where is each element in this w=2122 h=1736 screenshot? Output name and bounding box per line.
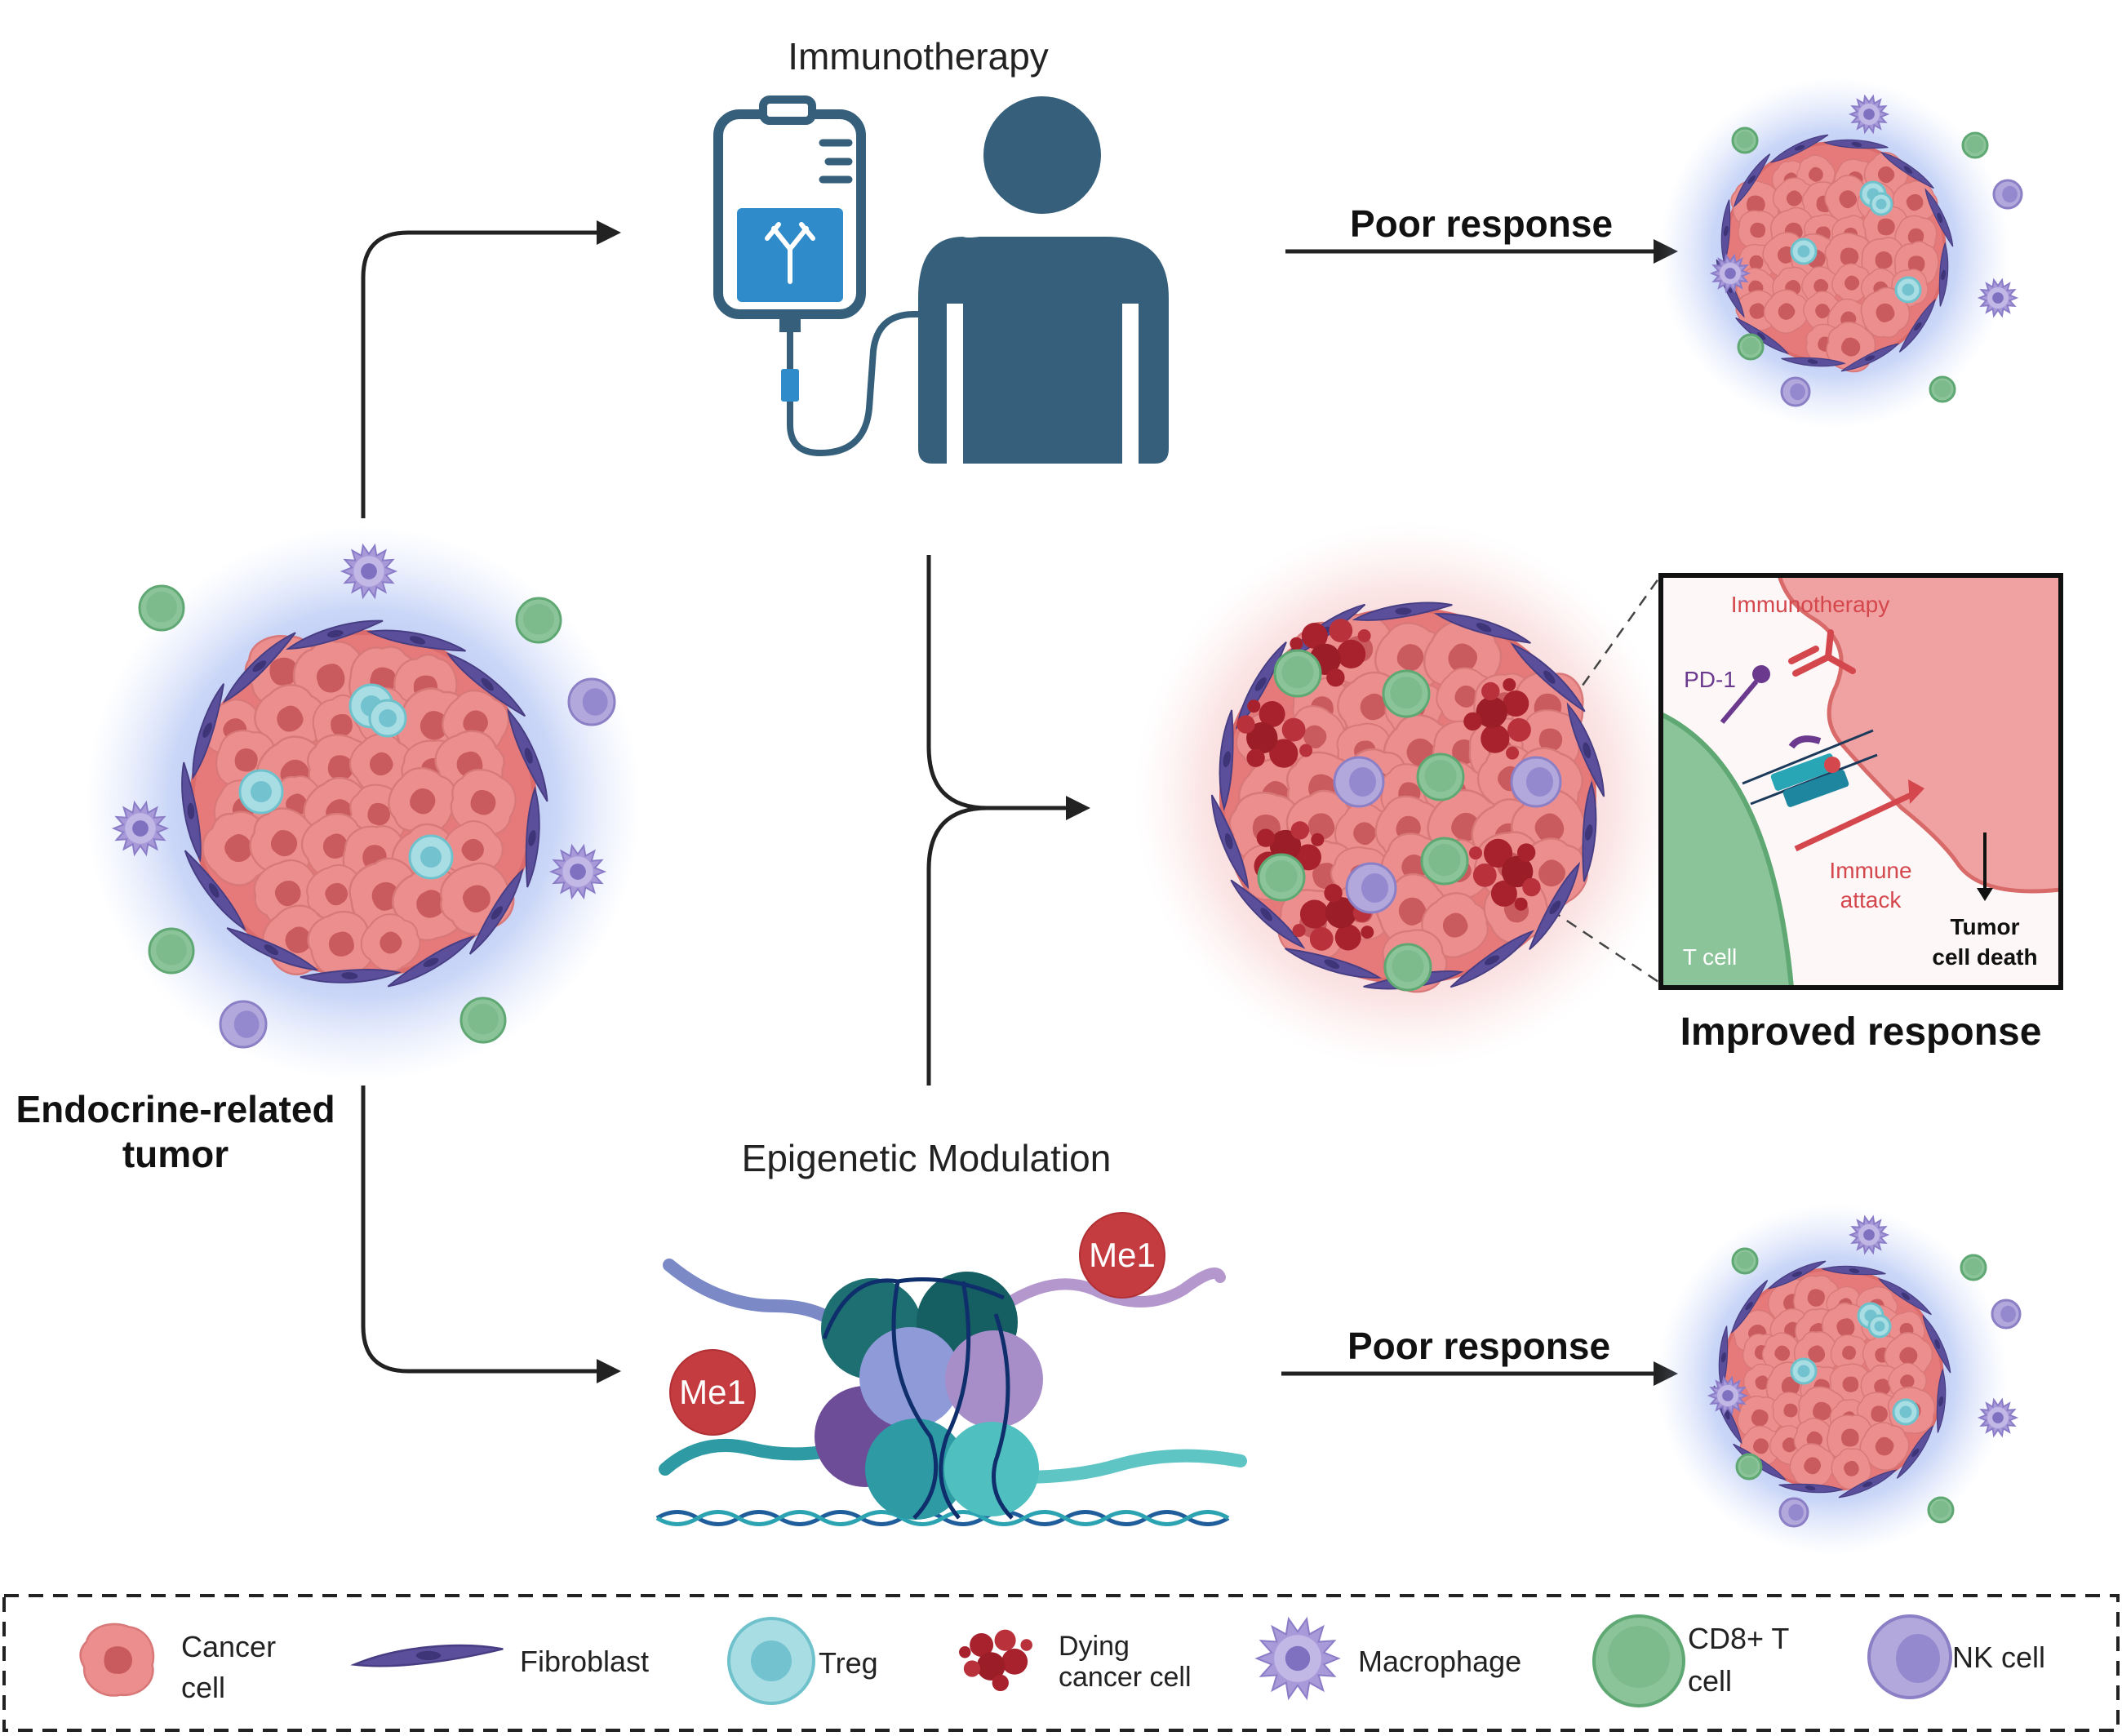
branch-arrows [361, 220, 1678, 1386]
antibody-icon [765, 222, 815, 284]
macrophage-icon [1709, 253, 1751, 294]
cd8-t-cell-icon [138, 584, 185, 632]
macrophage-icon [1848, 1214, 1890, 1255]
legend-dying-cancer-cell-icon [959, 1629, 1032, 1692]
macrophage-icon [1848, 94, 1890, 135]
pd1-receptor-icon [1720, 665, 1822, 749]
nk-cell-icon [1510, 756, 1562, 808]
macrophage-icon [1707, 1375, 1749, 1416]
cd8-t-cell-icon [459, 997, 507, 1044]
nucleosome-icon [655, 1259, 1247, 1526]
cd8-t-cell-icon [1731, 127, 1759, 154]
macrophage-icon [1254, 1616, 1341, 1701]
legend-treg-icon [727, 1617, 815, 1705]
cd8-t-cell-icon [1273, 649, 1322, 698]
legend-label-treg: Treg [819, 1646, 878, 1680]
cd8-t-cell-icon [148, 927, 195, 975]
receptor-complex-icon [1742, 729, 1878, 807]
treg-icon [408, 834, 454, 880]
legend: Cancer cell Fibroblast Treg Dying cancer… [79, 1614, 2045, 1707]
cell-layer [111, 94, 2023, 1528]
mechanism-inset: Immunotherapy PD-1 Immune attack Tumor c… [1658, 573, 2063, 990]
cd8-t-cell-icon [1927, 1496, 1955, 1524]
nk-cell-icon [1991, 1299, 2022, 1330]
cd8-t-cell-icon [1257, 853, 1306, 902]
death-arrowhead [1977, 888, 1993, 901]
legend-label-cancer-1: Cancer [181, 1630, 276, 1663]
t-cell-label: T cell [1683, 944, 1737, 970]
cd8-t-cell-icon [1383, 943, 1432, 992]
tumor-label-line2: tumor [122, 1133, 229, 1175]
legend-label-cd8-1: CD8+ T [1688, 1622, 1789, 1655]
legend-label-dying-1: Dying [1059, 1631, 1130, 1662]
poor-response-bottom-label: Poor response [1347, 1325, 1610, 1367]
cd8-t-cell-icon [1731, 1247, 1759, 1275]
tumor-death-line1: Tumor [1950, 914, 2019, 939]
cd8-t-cell-icon [1737, 333, 1765, 361]
inset-antibody-icon [1788, 629, 1856, 677]
tumor-death-line2: cell death [1932, 944, 2037, 970]
macrophage-icon [340, 543, 398, 600]
legend-cancer-cell-icon [79, 1623, 155, 1697]
legend-macrophage-icon [1254, 1616, 1341, 1701]
tumor-cell-membrane [1777, 575, 2061, 894]
t-cell-membrane [1661, 711, 1795, 988]
treg-icon [1892, 1398, 1920, 1426]
cd8-t-cell-icon [1960, 1254, 1987, 1281]
legend-fibroblast-icon [353, 1644, 504, 1667]
legend-label-macrophage: Macrophage [1358, 1645, 1521, 1678]
cd8-t-cell-icon [1929, 375, 1956, 403]
inset-pd1-label: PD-1 [1684, 667, 1736, 692]
immune-attack-arrowhead [1908, 779, 1924, 804]
legend-cd8-t-cell-icon [1592, 1614, 1685, 1707]
cd8-t-cell-icon [1420, 837, 1469, 886]
nk-cell-icon [219, 1000, 268, 1049]
legend-nk-cell-icon [1867, 1614, 1952, 1699]
legend-label-cd8-2: cell [1688, 1664, 1732, 1698]
poor-response-top-label: Poor response [1350, 202, 1613, 245]
treg-icon [1790, 1357, 1818, 1385]
immunotherapy-title: Immunotherapy [788, 35, 1049, 78]
nk-cell-icon [1780, 376, 1811, 407]
me1-marker-left: Me1 [669, 1349, 756, 1436]
legend-label-fibroblast: Fibroblast [520, 1645, 649, 1678]
cd8-t-cell-icon [515, 597, 562, 644]
nk-cell-icon [1778, 1497, 1809, 1528]
immune-attack-line1: Immune [1829, 858, 1911, 883]
treg-icon [1894, 276, 1922, 304]
cd8-t-cell-icon [1735, 1453, 1763, 1481]
macrophage-icon [548, 843, 607, 900]
treg-icon [1790, 238, 1818, 265]
nk-cell-icon [1333, 756, 1385, 808]
improved-response-label: Improved response [1680, 1010, 2042, 1054]
iv-bag-icon [713, 95, 926, 457]
macrophage-icon [1977, 277, 2019, 318]
svg-text:Me1: Me1 [1089, 1236, 1156, 1274]
immune-attack-line2: attack [1840, 887, 1902, 912]
treg-icon [1869, 192, 1893, 216]
nk-cell-icon [1345, 862, 1397, 914]
me1-marker-right: Me1 [1079, 1212, 1165, 1299]
treg-icon [368, 699, 407, 738]
cd8-t-cell-icon [1961, 131, 1989, 159]
legend-label-cancer-2: cell [181, 1671, 225, 1704]
epigenetic-title: Epigenetic Modulation [742, 1137, 1112, 1179]
svg-text:Me1: Me1 [679, 1373, 746, 1411]
macrophage-icon [1977, 1397, 2019, 1438]
immune-attack-arrow [1794, 788, 1920, 852]
person-icon [918, 96, 1169, 464]
legend-box [2, 1594, 2120, 1732]
inset-immunotherapy-label: Immunotherapy [1731, 592, 1890, 617]
cd8-t-cell-icon [1382, 669, 1431, 718]
nk-cell-icon [1992, 179, 2023, 210]
cd8-t-cell-icon [1416, 753, 1465, 801]
macrophage-icon [111, 800, 170, 857]
legend-label-dying-2: cancer cell [1059, 1662, 1192, 1693]
tumor-label-line1: Endocrine-related [16, 1088, 335, 1130]
treg-icon [1867, 1314, 1892, 1339]
treg-icon [238, 769, 284, 815]
legend-label-nk: NK cell [1952, 1641, 2045, 1674]
nk-cell-icon [567, 677, 616, 726]
